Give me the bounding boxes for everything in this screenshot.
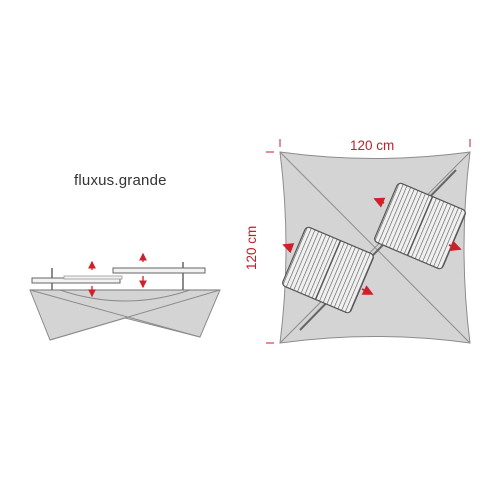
top-view <box>266 139 471 344</box>
side-view-bowl <box>59 289 191 302</box>
top-view-diagonal <box>279 151 471 344</box>
move-arrow-lower-right <box>361 285 374 295</box>
height-dimension-label: 120 cm <box>244 225 259 270</box>
move-arrow-upper-left <box>373 197 386 208</box>
side-view-grate-left-raised <box>63 275 123 280</box>
grate-lower-left <box>282 226 374 314</box>
side-view <box>29 252 221 341</box>
move-arrow-upper-right <box>448 240 462 251</box>
side-view-edge-line <box>29 289 201 338</box>
side-view-grate-right <box>112 267 206 274</box>
side-view-edge-line <box>49 289 221 341</box>
width-dimension-label: 120 cm <box>350 138 395 153</box>
product-name-label: fluxus.grande <box>74 172 167 189</box>
grate-upper-right <box>374 182 466 270</box>
move-arrow-lower-left <box>282 243 295 254</box>
